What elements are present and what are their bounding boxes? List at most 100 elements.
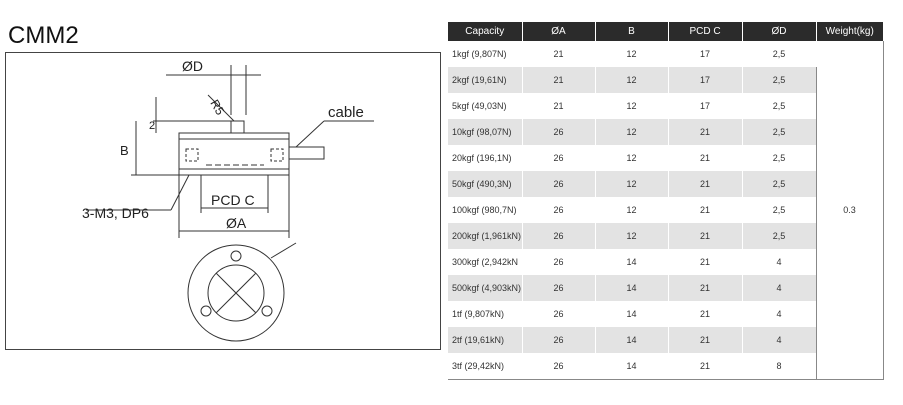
cable-leader [295, 120, 325, 148]
cell-b: 14 [595, 301, 669, 327]
cell-pcd: 21 [668, 249, 743, 275]
cell-pcd: 17 [668, 41, 743, 67]
drawing-svg: ØD R5 cable 2 B PCD C ØA 3-M3, DP6 [82, 58, 374, 342]
cell-od: 2,5 [742, 119, 817, 145]
cell-b: 12 [595, 223, 669, 249]
cell-capacity: 20kgf (196,1N) [448, 145, 523, 171]
cell-pcd: 21 [668, 171, 743, 197]
cell-oa: 26 [522, 145, 596, 171]
header-od: ØD [742, 22, 817, 41]
cell-pcd: 21 [668, 197, 743, 223]
m3-label: 3-M3, DP6 [82, 205, 149, 221]
cell-pcd: 21 [668, 327, 743, 353]
oa-label: ØA [226, 215, 247, 231]
cell-pcd: 21 [668, 275, 743, 301]
cell-od: 4 [742, 301, 817, 327]
cell-capacity: 100kgf (980,7N) [448, 197, 523, 223]
cell-od: 2,5 [742, 223, 817, 249]
cell-capacity: 200kgf (1,961kN) [448, 223, 523, 249]
product-title: CMM2 [8, 22, 79, 49]
technical-drawing: ØD R5 cable 2 B PCD C ØA 3-M3, DP6 [5, 52, 441, 350]
cell-od: 2,5 [742, 93, 817, 119]
cell-oa: 26 [522, 119, 596, 145]
cell-od: 2,5 [742, 145, 817, 171]
dim-2-label: 2 [149, 120, 155, 132]
cell-oa: 21 [522, 41, 596, 67]
cell-b: 12 [595, 119, 669, 145]
cell-b: 12 [595, 145, 669, 171]
cell-b: 12 [595, 67, 669, 93]
cell-od: 2,5 [742, 197, 817, 223]
cell-od: 4 [742, 249, 817, 275]
cell-oa: 26 [522, 197, 596, 223]
cell-pcd: 17 [668, 67, 743, 93]
cell-oa: 26 [522, 301, 596, 327]
plan-outer-circle [187, 244, 285, 342]
cell-weight: 0.3 [815, 41, 884, 380]
cell-oa: 26 [522, 353, 596, 380]
cell-od: 4 [742, 327, 817, 353]
header-weight: Weight(kg) [816, 22, 883, 41]
pcd-label: PCD C [211, 192, 255, 208]
cell-pcd: 21 [668, 301, 743, 327]
cable-stub [288, 146, 325, 160]
cell-b: 14 [595, 275, 669, 301]
header-oa: ØA [522, 22, 596, 41]
cell-b: 12 [595, 41, 669, 67]
cell-oa: 26 [522, 327, 596, 353]
cell-b: 14 [595, 327, 669, 353]
cell-pcd: 21 [668, 119, 743, 145]
cell-capacity: 3tf (29,42kN) [448, 353, 523, 380]
cell-capacity: 500kgf (4,903kN) [448, 275, 523, 301]
header-b: B [595, 22, 669, 41]
cell-od: 2,5 [742, 41, 817, 67]
top-pin [230, 120, 245, 134]
table-header-row: Capacity ØA B PCD C ØD Weight(kg) [448, 22, 883, 41]
spec-table: Capacity ØA B PCD C ØD Weight(kg) 1kgf (… [448, 22, 884, 380]
cell-od: 8 [742, 353, 817, 380]
cell-capacity: 1kgf (9,807N) [448, 41, 523, 67]
cell-oa: 26 [522, 171, 596, 197]
cell-b: 12 [595, 197, 669, 223]
cell-od: 2,5 [742, 171, 817, 197]
dim-b-label: B [120, 143, 129, 158]
cell-b: 12 [595, 171, 669, 197]
cable-label: cable [328, 104, 364, 121]
cell-oa: 21 [522, 93, 596, 119]
cell-b: 12 [595, 93, 669, 119]
cell-oa: 26 [522, 275, 596, 301]
cell-pcd: 21 [668, 223, 743, 249]
r5-leader [207, 94, 235, 122]
cell-capacity: 300kgf (2,942kN [448, 249, 523, 275]
cell-pcd: 21 [668, 145, 743, 171]
header-capacity: Capacity [448, 22, 523, 41]
cell-b: 14 [595, 249, 669, 275]
od-label: ØD [182, 58, 203, 74]
plan-inner-circle [207, 264, 265, 322]
cell-capacity: 5kgf (49,03N) [448, 93, 523, 119]
cell-od: 4 [742, 275, 817, 301]
cell-capacity: 10kgf (98,07N) [448, 119, 523, 145]
cell-pcd: 17 [668, 93, 743, 119]
cell-capacity: 2tf (19,61kN) [448, 327, 523, 353]
r5-label: R5 [207, 97, 227, 118]
cell-pcd: 21 [668, 353, 743, 380]
header-pcd: PCD C [668, 22, 743, 41]
cell-capacity: 2kgf (19,61N) [448, 67, 523, 93]
cell-b: 14 [595, 353, 669, 380]
cell-capacity: 1tf (9,807kN) [448, 301, 523, 327]
plan-cable [270, 242, 297, 259]
